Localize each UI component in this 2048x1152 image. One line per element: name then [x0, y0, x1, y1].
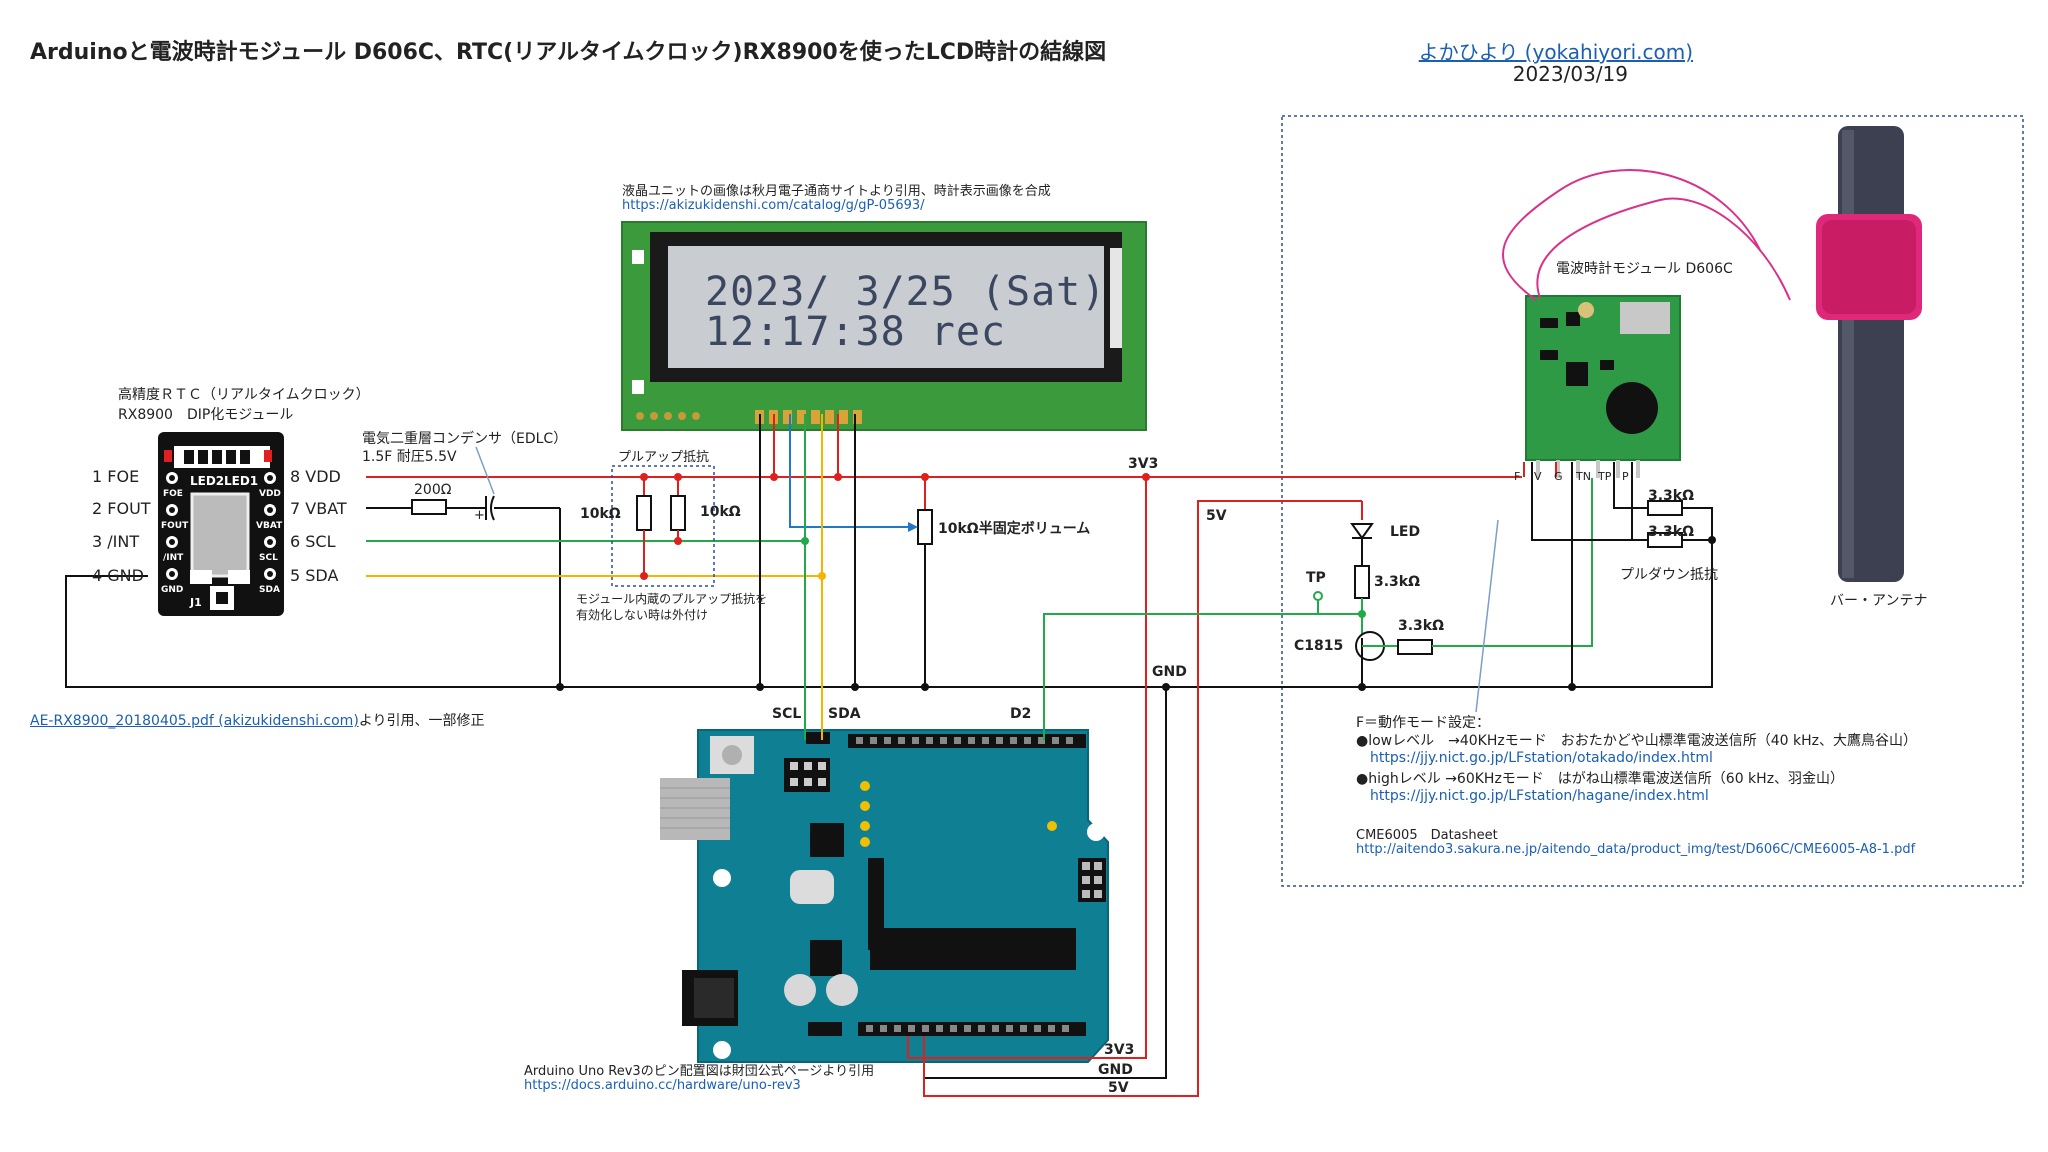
rtc-pin-gnd: 4 GND — [92, 566, 144, 585]
d606c-pin-p: P — [1622, 470, 1629, 483]
pulldown-label: プルダウン抵抗 — [1620, 567, 1718, 583]
base-resistor-label: 3.3kΩ — [1398, 618, 1445, 634]
rtc-pin-vbat: 7 VBAT — [290, 499, 347, 518]
arduino-scl-label: SCL — [772, 706, 802, 722]
rtc-pin-sda: 5 SDA — [290, 566, 339, 585]
author-link[interactable]: よかひより (yokahiyori.com) — [1418, 40, 1693, 64]
rtc-pin-foe: 1 FOE — [92, 467, 140, 486]
svg-text:SCL: SCL — [259, 553, 278, 563]
rail-gnd-label: GND — [1152, 664, 1187, 680]
arduino-sda-label: SDA — [828, 706, 861, 722]
lcd-credit: 液晶ユニットの画像は秋月電子通商サイトより引用、時計表示画像を合成 — [622, 184, 1051, 199]
mode-low: ●lowレベル →40KHzモード おおたかどや山標準電波送信所（40 kHz、… — [1356, 733, 1917, 749]
resistor-200-label: 200Ω — [414, 482, 452, 498]
rtc-module: LED2 LED1 FOE VDD FOUT VBAT /INT SCL GND… — [158, 432, 284, 616]
lcd-line2: 12:17:38 rec — [705, 309, 1006, 355]
pullup-r1-label: 10kΩ — [580, 506, 621, 522]
svg-text:J1: J1 — [189, 596, 202, 609]
mode-high: ●highレベル →60KHzモード はがね山標準電波送信所（60 kHz、羽金… — [1356, 771, 1845, 787]
arduino-d2-label: D2 — [1010, 706, 1032, 722]
mode-low-url[interactable]: https://jjy.nict.go.jp/LFstation/otakado… — [1370, 750, 1713, 766]
mode-high-url[interactable]: https://jjy.nict.go.jp/LFstation/hagane/… — [1370, 788, 1709, 804]
rtc-pin-fout: 2 FOUT — [92, 499, 151, 518]
svg-text:VDD: VDD — [259, 489, 281, 499]
lcd-module: 2023/ 3/25 (Sat) 12:17:38 rec — [621, 221, 1147, 431]
rtc-led2-label: LED2 — [190, 474, 224, 488]
pot-label: 10kΩ半固定ボリューム — [938, 521, 1091, 537]
rtc-credit: AE-RX8900_20180405.pdf (akizukidenshi.co… — [30, 713, 485, 729]
svg-text:SDA: SDA — [259, 585, 280, 595]
d606c-pin-g: G — [1554, 470, 1563, 483]
d606c-pin-f: F — [1514, 470, 1521, 483]
bar-antenna — [1816, 126, 1922, 582]
d606c-pin-tp: TP — [1598, 470, 1612, 483]
lcd-url[interactable]: https://akizukidenshi.com/catalog/g/gP-0… — [622, 198, 925, 213]
date-text: 2023/03/19 — [1512, 62, 1628, 86]
d606c-module — [1502, 169, 1791, 478]
bottom-5v-label: 5V — [1108, 1080, 1129, 1096]
page-title: Arduinoと電波時計モジュール D606C、RTC(リアルタイムクロック)R… — [30, 40, 1107, 65]
rtc-credit-link[interactable]: AE-RX8900_20180405.pdf (akizukidenshi.co… — [30, 713, 359, 729]
svg-text:FOE: FOE — [163, 489, 183, 499]
mode-title: F＝動作モード設定： — [1356, 715, 1491, 731]
edlc-label-1: 電気二重層コンデンサ（EDLC） — [362, 431, 568, 447]
datasheet-label: CME6005 Datasheet — [1356, 828, 1498, 843]
antenna-label: バー・アンテナ — [1830, 593, 1928, 609]
rtc-pin-scl: 6 SCL — [290, 532, 336, 551]
led-label: LED — [1390, 524, 1421, 540]
d606c-pin-v: V — [1534, 470, 1542, 483]
pullup-note-1: モジュール内蔵のプルアップ抵抗を — [576, 592, 768, 606]
pullup-note-2: 有効化しない時は外付け — [576, 608, 709, 622]
arduino-url[interactable]: https://docs.arduino.cc/hardware/uno-rev… — [524, 1078, 801, 1093]
rtc-pin-vdd: 8 VDD — [290, 467, 341, 486]
lcd-line1: 2023/ 3/25 (Sat) — [705, 269, 1106, 315]
arduino-uno-board — [660, 729, 1109, 1063]
svg-text:GND: GND — [161, 585, 183, 595]
rail-3v3-label: 3V3 — [1128, 456, 1159, 472]
rail-5v-label: 5V — [1206, 508, 1227, 524]
rtc-title-2: RX8900 DIP化モジュール — [118, 407, 294, 423]
edlc-plus: + — [474, 508, 485, 523]
led-resistor-label: 3.3kΩ — [1374, 574, 1421, 590]
pulldown-r2-label: 3.3kΩ — [1648, 524, 1695, 540]
svg-text:VBAT: VBAT — [256, 521, 283, 531]
pulldown-r1-label: 3.3kΩ — [1648, 488, 1695, 504]
d606c-pin-tn: TN — [1576, 470, 1591, 483]
rtc-title-1: 高精度ＲＴＣ（リアルタイムクロック） — [118, 387, 370, 403]
rtc-pin-int: 3 /INT — [92, 532, 140, 551]
pullup-r2-label: 10kΩ — [700, 504, 741, 520]
pullup-label: プルアップ抵抗 — [618, 450, 710, 465]
arduino-credit: Arduino Uno Rev3のピン配置図は財団公式ページより引用 — [524, 1064, 875, 1079]
rtc-led1-label: LED1 — [224, 474, 258, 488]
tp-label: TP — [1306, 570, 1326, 586]
d606c-title: 電波時計モジュール D606C — [1556, 261, 1733, 277]
bottom-gnd-label: GND — [1098, 1062, 1133, 1078]
bottom-3v3-label: 3V3 — [1104, 1042, 1135, 1058]
svg-text:FOUT: FOUT — [161, 521, 189, 531]
svg-text:/INT: /INT — [163, 553, 184, 563]
datasheet-url[interactable]: http://aitendo3.sakura.ne.jp/aitendo_dat… — [1356, 842, 1916, 857]
edlc-label-2: 1.5F 耐圧5.5V — [362, 449, 457, 465]
transistor-label: C1815 — [1294, 638, 1344, 654]
